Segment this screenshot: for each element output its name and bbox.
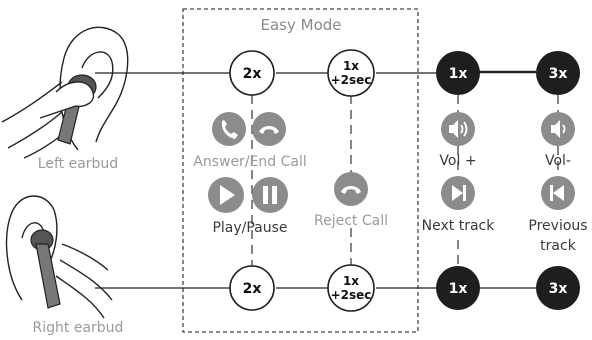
tap-button-left-1x: 1x	[436, 51, 480, 95]
easy-mode-title: Easy Mode	[261, 16, 342, 34]
next-track-label: Next track	[422, 218, 496, 234]
volume-down-icon	[541, 112, 575, 146]
pause-icon	[252, 177, 288, 213]
svg-text:2x: 2x	[243, 281, 262, 297]
svg-text:2x: 2x	[243, 66, 262, 82]
volume-up-icon	[441, 112, 475, 146]
svg-text:+2sec: +2sec	[331, 73, 372, 87]
svg-text:1x: 1x	[449, 281, 468, 297]
svg-text:3x: 3x	[549, 281, 568, 297]
svg-text:+2sec: +2sec	[331, 288, 372, 302]
easy-mode-box	[182, 8, 419, 333]
reject-call-icon	[334, 172, 368, 206]
right-earbud-stem	[35, 243, 61, 309]
left-finger	[39, 81, 95, 119]
tap-button-right-hold: 1x +2sec	[327, 264, 375, 312]
phone-icon	[212, 112, 246, 146]
svg-text:3x: 3x	[549, 66, 568, 82]
right-ear-illustration	[5, 195, 113, 319]
tap-button-right-3x: 3x	[536, 266, 580, 310]
svg-text:1x: 1x	[343, 59, 359, 73]
volume-down-label: Vol-	[545, 153, 571, 169]
reject-call-label: Reject Call	[314, 213, 388, 229]
tap-button-left-3x: 3x	[536, 51, 580, 95]
connection-lines	[95, 70, 536, 289]
tap-button-left-2x: 2x	[229, 50, 275, 96]
play-icon	[208, 177, 244, 213]
volume-up-label: Vol +	[439, 153, 476, 169]
next-track-icon	[441, 176, 475, 210]
hang-up-icon	[252, 112, 286, 146]
tap-button-right-2x: 2x	[229, 265, 275, 311]
previous-track-icon	[541, 176, 575, 210]
right-earbud-label: Right earbud	[33, 320, 124, 336]
svg-text:1x: 1x	[449, 66, 468, 82]
dashed-connectors	[251, 95, 559, 268]
svg-text:1x: 1x	[343, 274, 359, 288]
tap-button-left-hold: 1x +2sec	[327, 49, 375, 97]
previous-track-label-line2: track	[540, 238, 577, 254]
play-pause-label: Play/Pause	[212, 220, 287, 236]
tap-button-right-1x: 1x	[436, 266, 480, 310]
answer-end-call-label: Answer/End Call	[193, 154, 306, 170]
previous-track-label-line1: Previous	[528, 218, 587, 234]
left-earbud-label: Left earbud	[38, 156, 118, 172]
